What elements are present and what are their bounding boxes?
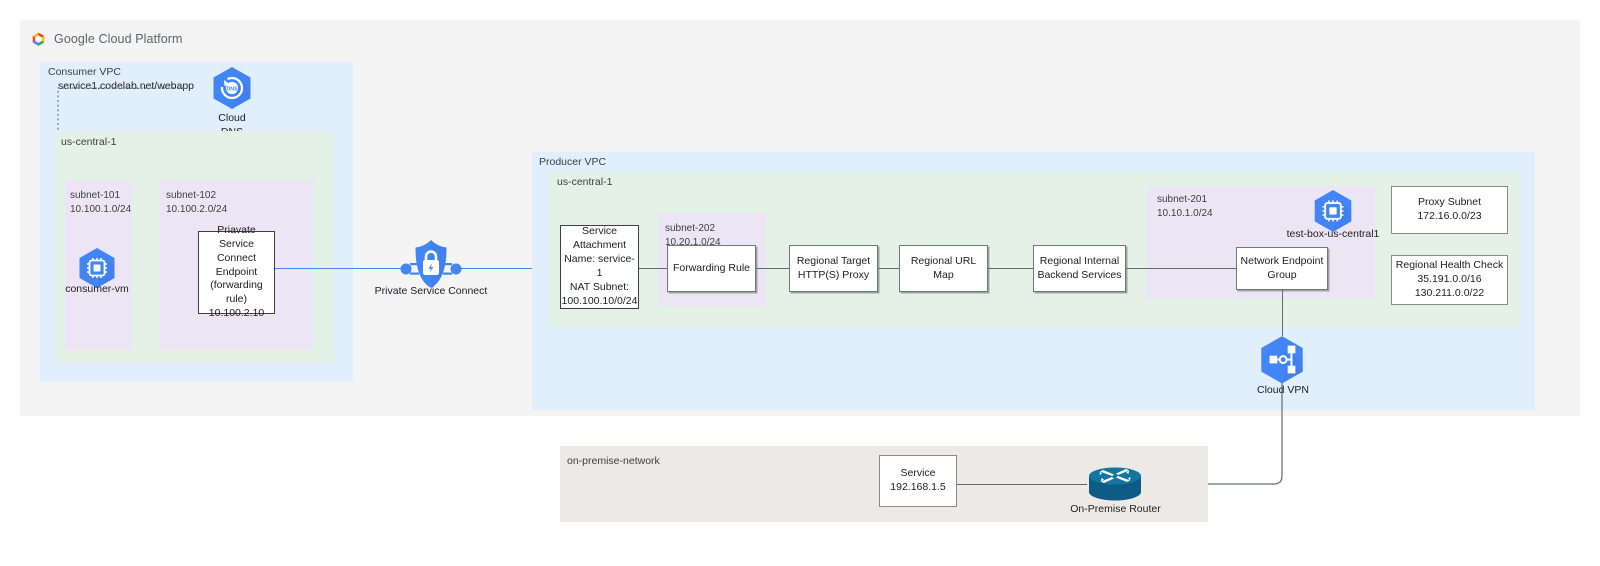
psc-caption: Private Service Connect (374, 285, 488, 297)
forwarding-rule-box[interactable]: Forwarding Rule (667, 245, 756, 292)
producer-region-label: us-central-1 (557, 176, 613, 188)
test-box-vm-icon (1312, 189, 1354, 235)
on-premise-service-box[interactable]: Service 192.168.1.5 (879, 455, 957, 507)
link-fr-proxy (756, 268, 789, 269)
psc-link-right (455, 268, 560, 269)
consumer-vm-caption: consumer-vm (65, 283, 129, 295)
private-service-connect-icon (396, 236, 466, 302)
google-cloud-logo-icon (30, 31, 47, 48)
cloud-vpn-icon (1258, 335, 1306, 387)
dns-record-label: service1.codelab.net/webapp (58, 80, 195, 92)
subnet-101-label: subnet-101 10.100.1.0/24 (70, 190, 132, 215)
network-endpoint-group-box[interactable]: Network Endpoint Group (1236, 247, 1328, 290)
cloud-dns-icon: DNS (211, 66, 253, 112)
subnet-102-label: subnet-102 10.100.2.0/24 (166, 190, 228, 215)
on-premise-router-icon (1087, 463, 1143, 503)
link-backend-neg (1126, 268, 1236, 269)
subnet-201-label: subnet-201 10.10.1.0/24 (1157, 194, 1213, 219)
link-service-router (957, 484, 1087, 485)
consumer-region-label: us-central-1 (61, 136, 117, 148)
test-box-caption: test-box-us-central1 (1286, 228, 1380, 240)
on-premise-router-caption: On-Premise Router (1070, 503, 1161, 515)
link-vpn-router (1165, 382, 1283, 485)
link-proxy-urlmap (878, 268, 899, 269)
regional-url-map-box[interactable]: Regional URL Map (899, 245, 988, 292)
link-urlmap-backend (988, 268, 1033, 269)
proxy-subnet-box[interactable]: Proxy Subnet 172.16.0.0/23 (1391, 186, 1508, 234)
subnet-202-label: subnet-202 10.20.1.0/24 (665, 223, 721, 248)
regional-health-check-box[interactable]: Regional Health Check 35.191.0.0/16 130.… (1391, 255, 1508, 305)
regional-backend-services-box[interactable]: Regional Internal Backend Services (1033, 245, 1126, 292)
regional-target-proxy-box[interactable]: Regional Target HTTP(S) Proxy (789, 245, 878, 292)
psc-link-left (275, 268, 407, 269)
brand-logo: Google Cloud Platform (30, 28, 290, 50)
cloud-vpn-caption: Cloud VPN (1257, 384, 1309, 396)
producer-vpc-title: Producer VPC (539, 156, 607, 168)
compute-engine-vm-icon (77, 247, 117, 291)
svg-text:DNS: DNS (227, 86, 238, 92)
link-neg-vpn (1282, 290, 1283, 336)
psc-endpoint-box[interactable]: Priavate Service Connect Endpoint (forwa… (198, 224, 275, 319)
link-sa-fr (639, 268, 667, 269)
service-attachment-box[interactable]: Service Attachment Name: service-1 NAT S… (560, 225, 639, 309)
consumer-vpc-title: Consumer VPC (48, 66, 121, 78)
brand-name: Google Cloud Platform (54, 32, 183, 46)
on-premise-title: on-premise-network (567, 455, 660, 467)
